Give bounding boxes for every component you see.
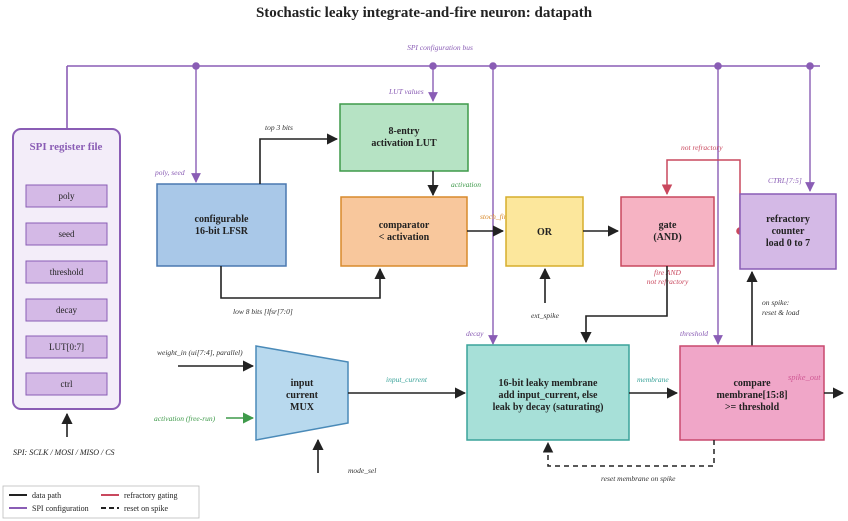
comparator-block: comparator < activation — [340, 196, 468, 267]
svg-text:16-bit leaky membrane: 16-bit leaky membrane — [499, 378, 598, 389]
svg-text:(AND): (AND) — [653, 232, 681, 243]
low-bits-label: low 8 bits [lfsr[7:0] — [233, 307, 293, 316]
fire-to-membrane-wire — [580, 266, 668, 344]
svg-text:ctrl: ctrl — [61, 379, 73, 389]
membrane-label: membrane — [637, 375, 669, 384]
spi-bus-label: SPI configuration bus — [407, 43, 473, 52]
svg-text:configurable: configurable — [195, 214, 249, 225]
svg-text:poly: poly — [58, 191, 75, 201]
svg-text:add input_current, else: add input_current, else — [499, 390, 599, 401]
ctrl-bits-label: CTRL[7:5] — [768, 176, 802, 185]
svg-text:>= threshold: >= threshold — [725, 402, 780, 413]
activation-free-label: activation (free-run) — [154, 414, 216, 423]
input-current-label: input_current — [386, 375, 428, 384]
poly-seed-label: poly, seed — [154, 168, 185, 177]
top-bits-label: top 3 bits — [265, 123, 293, 132]
svg-text:seed: seed — [59, 229, 75, 239]
svg-text:current: current — [286, 390, 319, 401]
stoch-fire-label: stoch_fire — [480, 212, 510, 221]
compare-threshold-block: compare membrane[15:8] >= threshold — [679, 345, 825, 441]
reset-membrane-label: reset membrane on spike — [601, 474, 676, 483]
svg-text:threshold: threshold — [50, 267, 84, 277]
legend: data path SPI configuration refractory g… — [2, 485, 200, 519]
mode-sel-label: mode_sel — [348, 466, 376, 475]
weight-in-label: weight_in (ui[7:4], parallel) — [157, 348, 243, 357]
on-spike-label-2: reset & load — [762, 308, 799, 317]
svg-text:load 0 to 7: load 0 to 7 — [766, 238, 810, 249]
threshold-label: threshold — [680, 329, 708, 338]
gate-and-block: gate (AND) — [620, 196, 715, 267]
diagram-title: Stochastic leaky integrate-and-fire neur… — [256, 5, 593, 21]
input-current-mux: input current MUX — [255, 345, 349, 441]
svg-text:compare: compare — [733, 378, 771, 389]
register-poly: poly — [25, 184, 108, 208]
svg-text:decay: decay — [56, 305, 77, 315]
or-block: OR — [505, 196, 584, 267]
svg-text:16-bit LFSR: 16-bit LFSR — [195, 226, 249, 237]
spi-bus: SPI configuration bus — [66, 43, 820, 345]
top-bits-wire — [259, 133, 339, 184]
register-decay: decay — [25, 298, 108, 322]
spike-out-label: spike_out — [788, 372, 821, 382]
svg-text:< activation: < activation — [379, 232, 430, 243]
register-lut: LUT[0:7] — [25, 335, 108, 359]
svg-text:leak by decay (saturating): leak by decay (saturating) — [493, 402, 604, 413]
svg-text:MUX: MUX — [290, 402, 315, 413]
low-bits-wire — [220, 266, 386, 299]
svg-text:8-entry: 8-entry — [388, 126, 419, 137]
svg-text:comparator: comparator — [379, 220, 430, 231]
decay-label: decay — [466, 329, 484, 338]
activation-lut-block: 8-entry activation LUT — [339, 103, 469, 172]
svg-text:counter: counter — [772, 226, 805, 237]
reset-membrane-wire — [542, 440, 715, 467]
svg-text:LUT[0:7]: LUT[0:7] — [49, 342, 84, 352]
register-threshold: threshold — [25, 260, 108, 284]
not-refractory-label: not refractory — [681, 143, 723, 152]
spi-register-file: SPI register file poly seed threshold de… — [12, 128, 121, 457]
svg-text:membrane[15:8]: membrane[15:8] — [716, 390, 787, 401]
spi-pins-label: SPI: SCLK / MOSI / MISO / CS — [13, 448, 115, 457]
legend-refractory-gating: refractory gating — [124, 491, 178, 500]
lut-values-label: LUT values — [388, 87, 424, 96]
svg-text:OR: OR — [537, 227, 553, 238]
leaky-membrane-block: 16-bit leaky membrane add input_current,… — [466, 344, 630, 441]
lfsr-block: configurable 16-bit LFSR — [156, 183, 287, 267]
register-ctrl: ctrl — [25, 372, 108, 396]
svg-text:gate: gate — [659, 220, 677, 231]
svg-text:input: input — [291, 378, 314, 389]
refractory-counter-block: refractory counter load 0 to 7 — [739, 193, 837, 270]
fire-and-label-2: not refractory — [647, 277, 689, 286]
legend-reset-on-spike: reset on spike — [124, 504, 168, 513]
legend-data-path: data path — [32, 491, 61, 500]
svg-text:activation LUT: activation LUT — [371, 138, 437, 149]
register-seed: seed — [25, 222, 108, 246]
activation-label: activation — [451, 180, 481, 189]
spi-register-file-title: SPI register file — [30, 141, 103, 153]
on-spike-label-1: on spike: — [762, 298, 789, 307]
ext-spike-label: ext_spike — [531, 311, 560, 320]
svg-text:refractory: refractory — [766, 214, 810, 225]
legend-spi-config: SPI configuration — [32, 504, 89, 513]
